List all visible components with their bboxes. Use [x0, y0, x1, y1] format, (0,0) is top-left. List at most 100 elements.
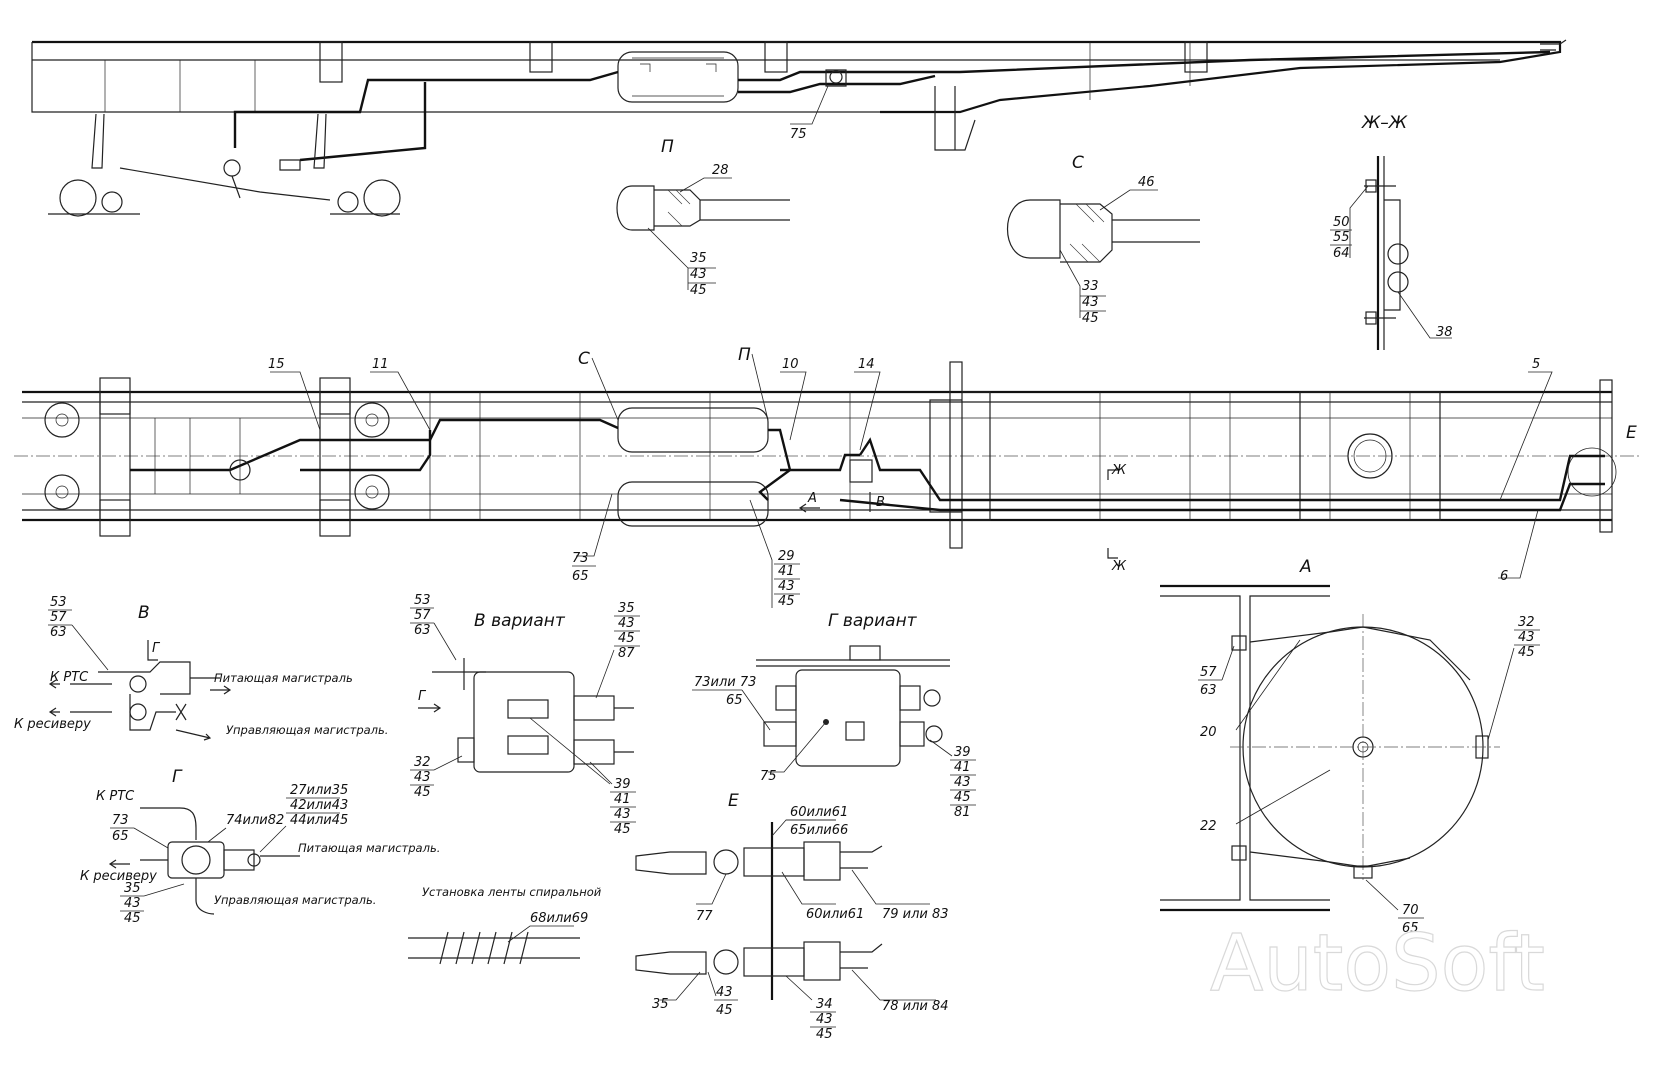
label-63: 63: [50, 625, 67, 640]
label-43: 43: [614, 807, 631, 822]
label-60-or-61: 60или61: [790, 805, 848, 820]
label-35: 35: [690, 251, 707, 266]
label-44-or-45: 44или45: [290, 813, 348, 828]
label-65: 65: [112, 829, 129, 844]
label-34: 34: [816, 997, 833, 1012]
label-53: 53: [50, 595, 67, 610]
label-45: 45: [954, 790, 971, 805]
view-title-V: В: [138, 603, 150, 623]
label-43-b: 43: [816, 1012, 833, 1027]
detail-V: В 53 57 63 Г К РТС К ресиверу Питающая м…: [14, 595, 388, 741]
label-65: 65: [726, 693, 743, 708]
label-45: 45: [614, 822, 631, 837]
arrow-label-B: В: [876, 495, 885, 510]
label-57: 57: [414, 608, 431, 623]
detail-V-variant: В вариант 53 57 63 Г 35 43 45 87 32 43 4…: [410, 593, 640, 837]
side-view: 75: [31, 39, 1567, 217]
label-k-receiver: К ресиверу: [14, 717, 91, 732]
view-marker-P: П: [738, 345, 751, 365]
label-k-rtc-g: К РТС: [96, 789, 135, 804]
label-43: 43: [954, 775, 971, 790]
label-28: 28: [712, 163, 729, 178]
section-marker-zh-top: Ж: [1111, 463, 1127, 478]
label-39: 39: [954, 745, 971, 760]
label-70: 70: [1402, 903, 1419, 918]
label-32: 32: [1518, 615, 1535, 630]
wheel-group: [44, 377, 390, 537]
label-k-receiver-g: К ресиверу: [80, 869, 157, 884]
label-5: 5: [1532, 357, 1540, 372]
label-87: 87: [618, 646, 635, 661]
label-32: 32: [414, 755, 431, 770]
label-35: 35: [652, 997, 669, 1012]
label-46: 46: [1138, 175, 1155, 190]
label-45: 45: [124, 911, 141, 926]
detail-G-variant: Г вариант 73или 73 65 75 39 41 43 45 81: [692, 611, 976, 820]
detail-G: Г К РТС 73 65 74или82 27или35 42или43 44…: [80, 767, 440, 926]
label-57: 57: [50, 610, 67, 625]
label-75: 75: [760, 769, 777, 784]
label-35: 35: [124, 881, 141, 896]
label-75: 75: [790, 127, 807, 142]
label-77: 77: [696, 909, 713, 924]
spiral-caption: Установка ленты спиральной: [422, 885, 602, 899]
detail-P: П 28 35 43 45: [616, 137, 790, 298]
label-43: 43: [778, 579, 795, 594]
label-45: 45: [778, 594, 795, 609]
detail-A: 57 63 20 22 32 43 45 70 65: [1160, 584, 1540, 936]
label-64: 64: [1333, 246, 1350, 261]
label-68-or-69: 68или69: [530, 911, 588, 926]
label-41: 41: [614, 792, 631, 807]
label-supply-line: Питающая магистраль: [214, 671, 353, 685]
view-title-V-variant: В вариант: [474, 611, 566, 631]
label-63: 63: [414, 623, 431, 638]
label-45: 45: [716, 1003, 733, 1018]
label-41: 41: [778, 564, 795, 579]
view-title-E: Е: [728, 791, 739, 811]
label-14: 14: [858, 357, 875, 372]
label-43: 43: [1518, 630, 1535, 645]
label-73: 73: [112, 813, 129, 828]
label-15: 15: [268, 357, 285, 372]
label-supply-line-g: Питающая магистраль.: [298, 841, 440, 855]
label-53: 53: [414, 593, 431, 608]
label-11: 11: [372, 357, 389, 372]
label-45: 45: [690, 283, 707, 298]
label-45: 45: [618, 631, 635, 646]
label-55: 55: [1333, 230, 1350, 245]
label-63: 63: [1200, 683, 1217, 698]
label-45-b: 45: [816, 1027, 833, 1042]
label-41: 41: [954, 760, 971, 775]
view-marker-E: Е: [1626, 423, 1637, 443]
label-81: 81: [954, 805, 971, 820]
label-k-rtc: К РТС: [50, 670, 89, 685]
label-22: 22: [1200, 819, 1217, 834]
label-73: 73: [572, 551, 589, 566]
view-marker-A: А: [1299, 557, 1312, 577]
label-43: 43: [1082, 295, 1099, 310]
watermark-logo: AutoSoft: [1210, 919, 1545, 1009]
label-39: 39: [614, 777, 631, 792]
label-79-or-83: 79 или 83: [882, 907, 949, 922]
label-38: 38: [1436, 325, 1453, 340]
label-57: 57: [1200, 665, 1217, 680]
label-42-or-43: 42или43: [290, 798, 348, 813]
arrow-label-G2: Г: [418, 689, 427, 704]
label-73-or-73: 73или 73: [694, 675, 756, 690]
label-78-or-84: 78 или 84: [882, 999, 949, 1014]
label-43: 43: [716, 985, 733, 1000]
view-marker-S: С: [578, 349, 590, 369]
view-title-G: Г: [172, 767, 183, 787]
spiral-tape-detail: Установка ленты спиральной 68или69: [408, 885, 602, 965]
label-45: 45: [414, 785, 431, 800]
label-10: 10: [782, 357, 799, 372]
label-65: 65: [572, 569, 589, 584]
label-43: 43: [618, 616, 635, 631]
label-27-or-35: 27или35: [290, 783, 348, 798]
label-33: 33: [1082, 279, 1099, 294]
label-65: 65: [1402, 921, 1419, 936]
label-65-or-66: 65или66: [790, 823, 848, 838]
view-title-ZhZh: Ж–Ж: [1361, 113, 1408, 133]
label-74-or-82: 74или82: [226, 813, 284, 828]
